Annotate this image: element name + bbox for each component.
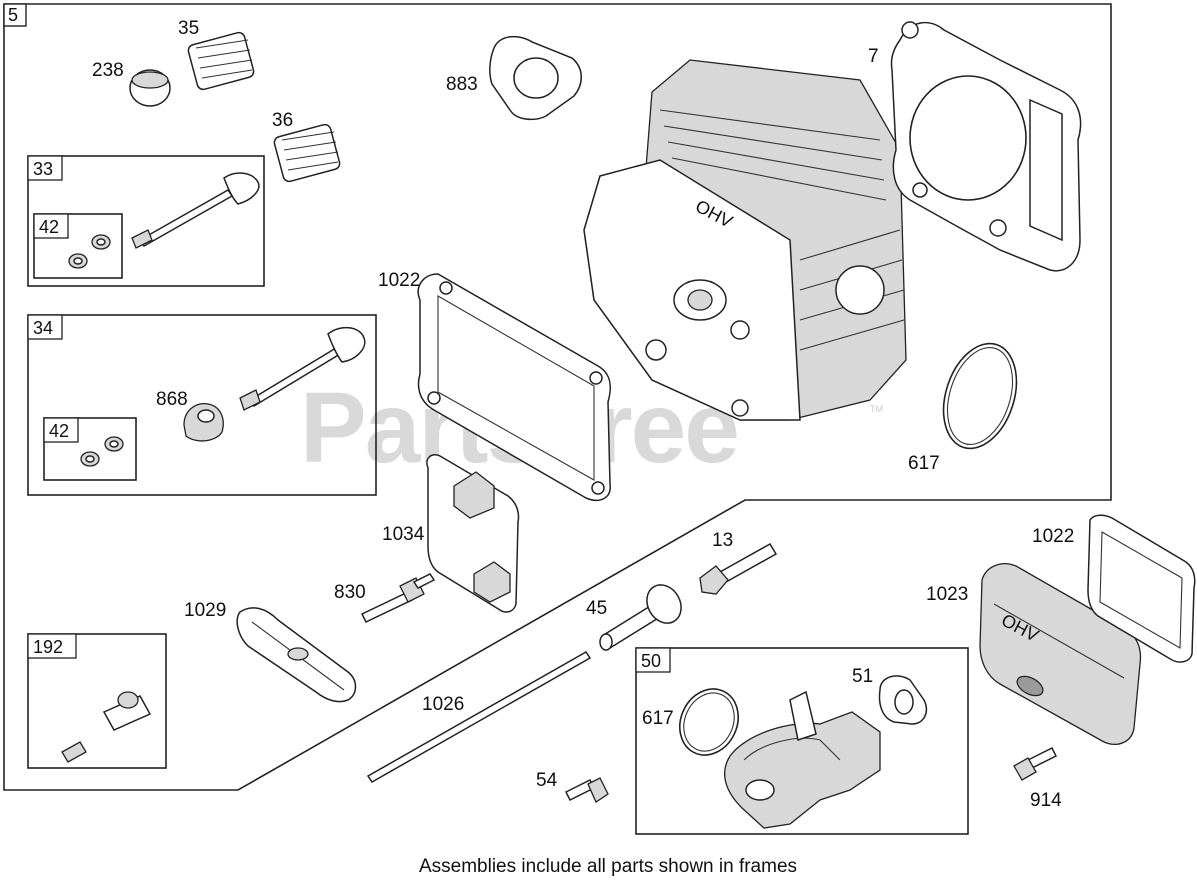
- callout-13: 13: [712, 530, 733, 551]
- frame-50[interactable]: 50: [635, 647, 969, 835]
- o-ring-617[interactable]: [931, 334, 1029, 458]
- valve-cover-1023[interactable]: OHV: [979, 563, 1142, 745]
- frame-50-label: 50: [641, 651, 661, 671]
- frame-42a-label: 42: [39, 217, 59, 237]
- push-rod-1026[interactable]: [366, 651, 592, 783]
- callout-868: 868: [156, 389, 188, 410]
- frame-192[interactable]: 192: [27, 633, 167, 769]
- callout-36: 36: [272, 110, 293, 131]
- screw-914[interactable]: [1013, 746, 1058, 781]
- valve-cover-gasket-1022[interactable]: [417, 273, 612, 502]
- callout-617-a: 617: [908, 453, 940, 474]
- callout-51: 51: [852, 666, 873, 687]
- exhaust-gasket-883[interactable]: [489, 35, 582, 121]
- watermark-trademark: TM: [870, 404, 883, 414]
- frame-192-label: 192: [33, 637, 63, 657]
- callout-7: 7: [868, 46, 879, 67]
- frame-5[interactable]: 5: [3, 3, 1112, 791]
- valve-guide-45[interactable]: [599, 579, 688, 651]
- frame-42b-label: 42: [49, 421, 69, 441]
- callout-914: 914: [1030, 790, 1062, 811]
- valve-spring-35[interactable]: [187, 31, 255, 91]
- callout-238: 238: [92, 60, 124, 81]
- callout-35: 35: [178, 18, 199, 39]
- callout-883: 883: [446, 74, 478, 95]
- callout-1029: 1029: [184, 600, 226, 621]
- valve-spring-36[interactable]: [273, 123, 341, 183]
- head-gasket-7[interactable]: [890, 21, 1082, 272]
- frame-34-label: 34: [33, 318, 53, 338]
- rocker-arm-1029[interactable]: [236, 607, 357, 703]
- frame-5-label: 5: [8, 5, 18, 25]
- callout-1022-b: 1022: [1032, 526, 1074, 547]
- callout-1023: 1023: [926, 584, 968, 605]
- callout-1022-a: 1022: [378, 270, 420, 291]
- screw-54[interactable]: [564, 777, 609, 803]
- valve-cap-238[interactable]: [129, 69, 171, 107]
- callout-830: 830: [334, 582, 366, 603]
- frames-caption: Assemblies include all parts shown in fr…: [419, 856, 797, 877]
- screw-13[interactable]: [699, 542, 778, 595]
- valve-cover-gasket-1022-b[interactable]: [1087, 514, 1196, 663]
- callout-617-b: 617: [642, 708, 674, 729]
- frame-33-label: 33: [33, 159, 53, 179]
- callout-45: 45: [586, 598, 607, 619]
- rocker-stud-830[interactable]: [360, 573, 436, 623]
- cylinder-head[interactable]: OHV: [583, 59, 907, 421]
- callout-54: 54: [536, 770, 558, 791]
- frame-34[interactable]: 34 42: [27, 314, 377, 496]
- frame-33[interactable]: 33 42: [27, 155, 265, 287]
- callout-1034: 1034: [382, 524, 425, 545]
- breather-plate-1034[interactable]: [426, 454, 520, 613]
- callout-1026: 1026: [422, 694, 464, 715]
